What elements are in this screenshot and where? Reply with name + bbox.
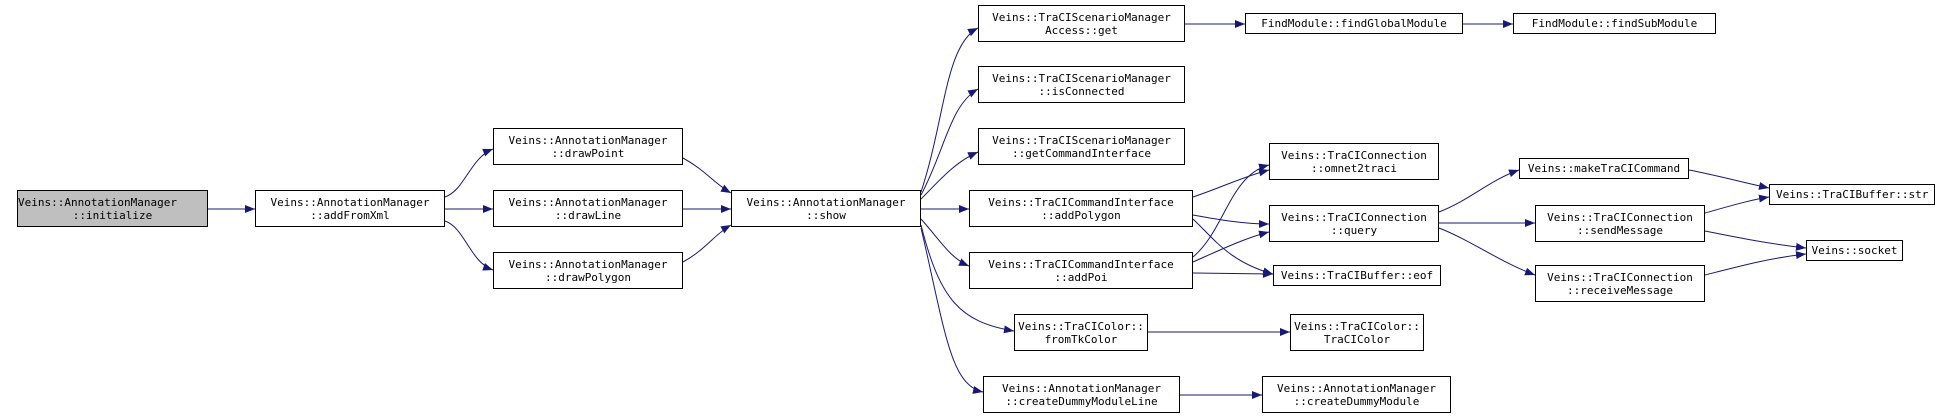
- node-socket[interactable]: Veins::socket: [1806, 240, 1903, 261]
- node-addPoi-line2: ::addPoi: [1054, 270, 1108, 284]
- node-query[interactable]: Veins::TraCIConnection ::query: [1269, 205, 1439, 242]
- edge-receiveMessage-socket: [1704, 251, 1807, 276]
- node-receiveMessage-line1: Veins::TraCIConnection: [1547, 270, 1693, 284]
- node-addPolygon-line2: ::addPolygon: [1041, 208, 1121, 222]
- node-getCommandInterface-line1: Veins::TraCIScenarioManager: [992, 133, 1171, 147]
- edge-query-makeCmd: [1438, 169, 1520, 213]
- edge-addFromXml-drawPolygon: [444, 220, 494, 271]
- node-createDummyModuleLine-line1: Veins::AnnotationManager: [1002, 381, 1161, 395]
- edge-show-fromTkColor: [920, 224, 1015, 334]
- node-getCommandInterface-line2: ::getCommandInterface: [1011, 146, 1152, 160]
- edge-drawPolygon-show: [682, 224, 732, 263]
- edge-show-createDummyLine: [920, 227, 984, 394]
- node-drawPolygon-line2: ::drawPolygon: [544, 270, 632, 284]
- node-initialize-line1: Veins::AnnotationManager: [18, 195, 177, 209]
- node-drawPoint[interactable]: Veins::AnnotationManager ::drawPoint: [493, 128, 683, 165]
- edge-sendMessage-str: [1704, 194, 1770, 214]
- node-initialize-line2: ::initialize: [72, 208, 153, 222]
- node-drawPolygon-line1: Veins::AnnotationManager: [508, 257, 668, 271]
- node-eof-label: Veins::TraCIBuffer::eof: [1280, 269, 1434, 282]
- edge-addPolygon-eof: [1192, 218, 1274, 276]
- node-createDummyModule[interactable]: Veins::AnnotationManager ::createDummyMo…: [1262, 376, 1451, 413]
- node-isConnected-line1: Veins::TraCIScenarioManager: [992, 71, 1171, 85]
- node-findGlobalModule[interactable]: FindModule::findGlobalModule: [1245, 13, 1463, 34]
- edge-show-isConnected: [920, 88, 979, 196]
- node-show[interactable]: Veins::AnnotationManager ::show: [731, 190, 921, 227]
- node-query-line2: ::query: [1330, 223, 1378, 237]
- node-show-line2: ::show: [806, 208, 846, 222]
- edge-addPoi-eof: [1192, 269, 1274, 278]
- node-addFromXml-line2: ::addFromXml: [310, 208, 390, 222]
- edge-show-getCmdIf: [920, 151, 979, 200]
- node-eof[interactable]: Veins::TraCIBuffer::eof: [1273, 265, 1441, 286]
- node-omnet2traci-line1: Veins::TraCIConnection: [1281, 148, 1427, 162]
- node-query-line1: Veins::TraCIConnection: [1281, 210, 1427, 224]
- node-omnet2traci-line2: ::omnet2traci: [1310, 161, 1398, 175]
- node-createDummyModule-line1: Veins::AnnotationManager: [1277, 381, 1436, 395]
- edge-addPoi-omnet2traci: [1192, 163, 1270, 258]
- node-addPoi-line1: Veins::TraCICommandInterface: [988, 257, 1174, 271]
- node-findGlobalModule-label: FindModule::findGlobalModule: [1261, 17, 1447, 30]
- node-socket-label: Veins::socket: [1811, 244, 1898, 257]
- node-sendMessage-line2: ::sendMessage: [1576, 223, 1664, 237]
- node-traciColor-line1: Veins::TraCIColor::: [1294, 319, 1420, 333]
- node-str[interactable]: Veins::TraCIBuffer::str: [1769, 184, 1935, 205]
- node-omnet2traci[interactable]: Veins::TraCIConnection ::omnet2traci: [1269, 143, 1439, 180]
- node-createDummyModuleLine-line2: ::createDummyModuleLine: [1005, 394, 1158, 408]
- node-findSubModule[interactable]: FindModule::findSubModule: [1513, 13, 1716, 34]
- node-accessGet[interactable]: Veins::TraCIScenarioManager Access::get: [978, 5, 1185, 42]
- node-receiveMessage[interactable]: Veins::TraCIConnection ::receiveMessage: [1535, 265, 1705, 302]
- node-getCommandInterface[interactable]: Veins::TraCIScenarioManager ::getCommand…: [978, 128, 1185, 165]
- node-accessGet-line1: Veins::TraCIScenarioManager: [992, 10, 1171, 24]
- node-sendMessage-line1: Veins::TraCIConnection: [1547, 210, 1693, 224]
- node-drawLine-line2: ::drawLine: [554, 208, 622, 222]
- node-createDummyModuleLine[interactable]: Veins::AnnotationManager ::createDummyMo…: [983, 376, 1180, 413]
- node-traciColor[interactable]: Veins::TraCIColor:: TraCIColor: [1290, 314, 1424, 351]
- edge-drawPoint-show: [682, 157, 732, 194]
- node-addFromXml-line1: Veins::AnnotationManager: [270, 195, 430, 209]
- node-addPolygon-line1: Veins::TraCICommandInterface: [988, 195, 1174, 209]
- node-str-label: Veins::TraCIBuffer::str: [1776, 188, 1929, 201]
- node-show-line1: Veins::AnnotationManager: [746, 195, 906, 209]
- node-receiveMessage-line2: ::receiveMessage: [1567, 283, 1673, 297]
- node-isConnected[interactable]: Veins::TraCIScenarioManager ::isConnecte…: [978, 66, 1185, 103]
- node-initialize: Veins::AnnotationManager ::initialize: [17, 190, 208, 227]
- node-createDummyModule-line2: ::createDummyModule: [1293, 394, 1420, 408]
- edge-addPolygon-omnet2traci: [1192, 168, 1270, 198]
- node-fromTkColor[interactable]: Veins::TraCIColor:: fromTkColor: [1014, 314, 1148, 351]
- edge-show-addPoi: [920, 218, 970, 267]
- node-drawPoint-line2: ::drawPoint: [551, 146, 625, 160]
- node-addPoi[interactable]: Veins::TraCICommandInterface ::addPoi: [969, 252, 1193, 289]
- node-isConnected-line2: ::isConnected: [1038, 84, 1125, 98]
- node-drawPoint-line1: Veins::AnnotationManager: [508, 133, 668, 147]
- edge-addPoi-query: [1192, 230, 1270, 263]
- edge-addPolygon-query: [1192, 214, 1270, 228]
- node-drawLine-line1: Veins::AnnotationManager: [508, 195, 668, 209]
- node-fromTkColor-line2: fromTkColor: [1044, 332, 1118, 346]
- node-addFromXml[interactable]: Veins::AnnotationManager ::addFromXml: [255, 190, 445, 227]
- node-makeTraCICommand-label: Veins::makeTraCICommand: [1527, 162, 1681, 175]
- edge-sendMessage-socket: [1704, 230, 1807, 251]
- edge-show-accessGet: [920, 27, 979, 193]
- node-findSubModule-label: FindModule::findSubModule: [1531, 17, 1698, 30]
- node-fromTkColor-line1: Veins::TraCIColor::: [1018, 319, 1144, 333]
- node-addPolygon[interactable]: Veins::TraCICommandInterface ::addPolygo…: [969, 190, 1193, 227]
- edge-makeCmd-str: [1688, 169, 1770, 190]
- node-makeTraCICommand[interactable]: Veins::makeTraCICommand: [1519, 158, 1689, 179]
- node-drawLine[interactable]: Veins::AnnotationManager ::drawLine: [493, 190, 683, 227]
- node-accessGet-line2: Access::get: [1045, 23, 1118, 37]
- node-traciColor-line2: TraCIColor: [1323, 332, 1391, 346]
- node-sendMessage[interactable]: Veins::TraCIConnection ::sendMessage: [1535, 205, 1705, 242]
- edge-query-receiveMessage: [1438, 227, 1536, 276]
- edge-addFromXml-drawPoint: [444, 148, 494, 198]
- node-drawPolygon[interactable]: Veins::AnnotationManager ::drawPolygon: [493, 252, 683, 289]
